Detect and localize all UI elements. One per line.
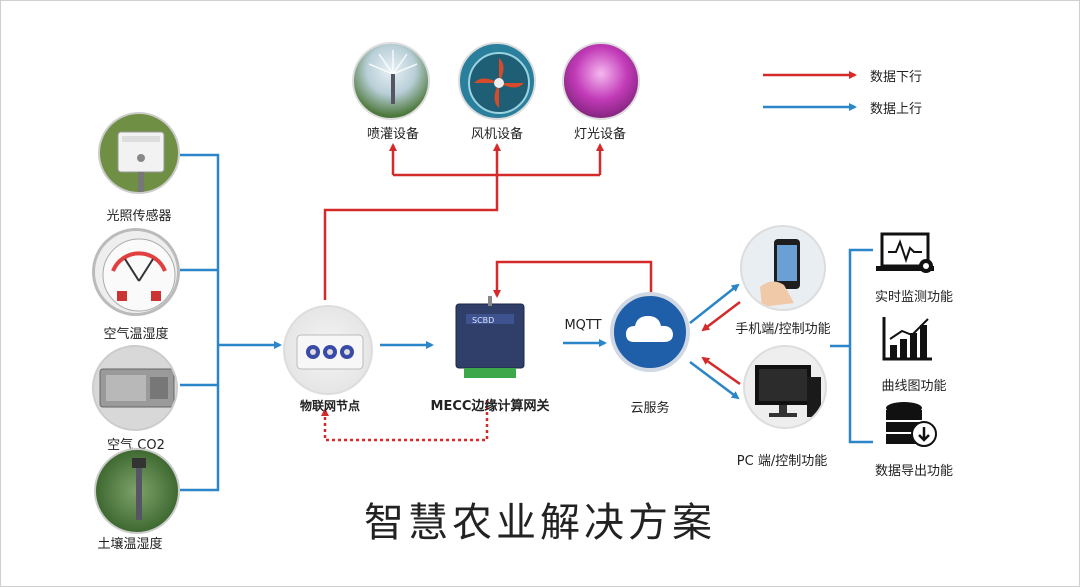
laptop-monitor-icon xyxy=(876,232,936,276)
actuator-label: 灯光设备 xyxy=(573,127,627,142)
grow-light-icon xyxy=(562,42,640,120)
fan-icon xyxy=(458,42,536,120)
cloud-label: 云服务 xyxy=(630,401,670,416)
phone-to-cloud xyxy=(701,301,741,332)
actuator-label: 风机设备 xyxy=(470,127,524,142)
cloud-to-gateway xyxy=(493,260,653,298)
gateway-label: MECC边缘计算网关 xyxy=(430,399,550,414)
sprinkler-icon xyxy=(352,42,430,120)
hygrometer-icon xyxy=(92,228,180,316)
smartphone-icon xyxy=(740,225,826,311)
mqtt-label: MQTT xyxy=(564,318,602,333)
cloud-to-pc xyxy=(689,361,740,400)
client-label: 手机端/控制功能 xyxy=(735,322,831,337)
feature-label: 曲线图功能 xyxy=(881,379,947,394)
sensor-label: 空气温湿度 xyxy=(103,327,169,342)
bar-chart-icon xyxy=(880,315,936,363)
database-export-icon xyxy=(882,400,938,450)
gateway-device-icon: SCBD xyxy=(452,296,528,386)
actuator-label: 喷灌设备 xyxy=(366,127,420,142)
legend-up-label: 数据上行 xyxy=(870,102,923,117)
light-sensor-icon xyxy=(98,112,180,194)
iot-node-icon xyxy=(283,305,373,395)
soil-sensor-icon xyxy=(94,448,180,534)
cloud-to-phone xyxy=(689,283,740,324)
cloud-service-icon xyxy=(610,292,690,372)
legend-down-label: 数据下行 xyxy=(870,70,923,85)
actuator-lines xyxy=(323,143,604,300)
pc-monitor-icon xyxy=(743,345,827,429)
feature-bracket xyxy=(848,248,873,444)
pc-to-cloud xyxy=(701,356,741,386)
feature-label: 实时监测功能 xyxy=(874,290,954,305)
sensor-label: 土壤温湿度 xyxy=(97,537,163,552)
page-title: 智慧农业解决方案 xyxy=(364,500,716,546)
co2-sensor-icon xyxy=(92,345,178,431)
gateway-to-node-dotted xyxy=(321,400,489,442)
sensor-bus xyxy=(180,153,282,492)
client-label: PC 端/控制功能 xyxy=(736,454,828,469)
sensor-label: 光照传感器 xyxy=(106,209,172,224)
gateway-device-text: SCBD xyxy=(472,316,495,325)
feature-label: 数据导出功能 xyxy=(874,464,954,479)
iot-node-label: 物联网节点 xyxy=(299,399,361,413)
